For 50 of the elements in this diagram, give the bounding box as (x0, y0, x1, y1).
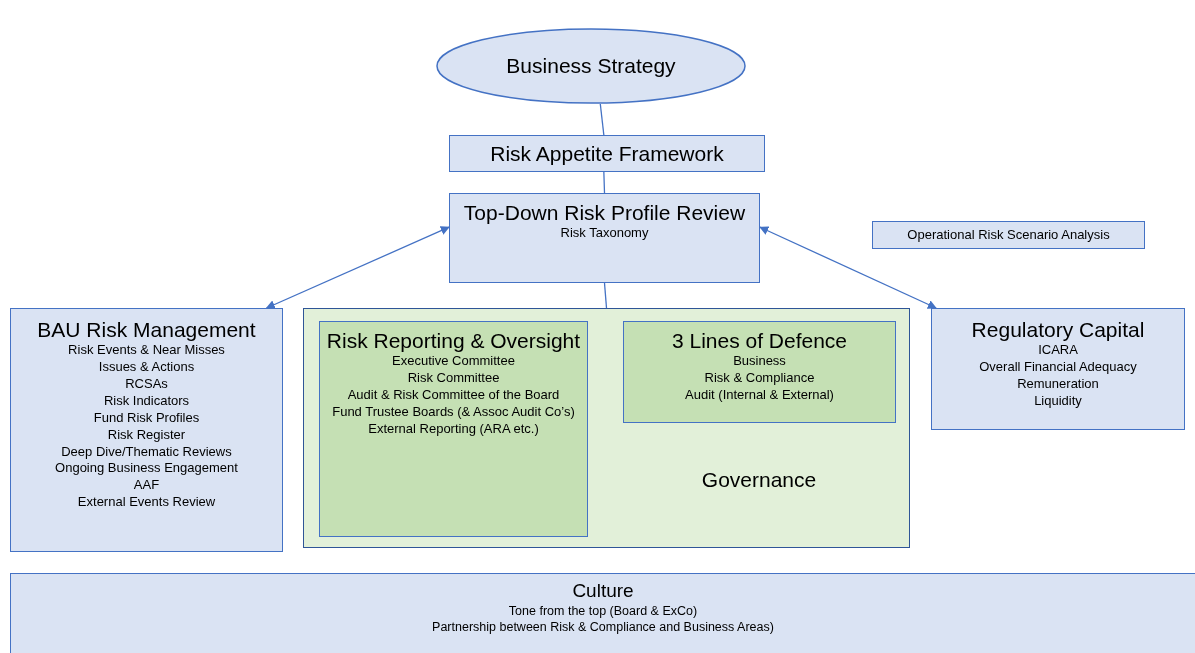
list-item: Risk Indicators (103, 392, 190, 410)
list-item: Partnership between Risk & Compliance and Business Areas) (432, 619, 774, 636)
ellipse-node (436, 28, 746, 104)
box-title: Culture (572, 580, 634, 603)
list-item: External Events Review (77, 494, 216, 512)
list-item: Remuneration (1017, 375, 1099, 393)
double-arrow (265, 226, 450, 309)
list-item: Liquidity (1034, 392, 1082, 410)
list-item: Tone from the top (Board & ExCo) (508, 602, 698, 620)
process-box (872, 221, 1145, 249)
list-item: Risk Taxonomy (560, 225, 649, 243)
list-item: Fund Trustee Boards (& Assoc Audit Co’s) (332, 403, 575, 421)
group-title: Governance (700, 467, 818, 493)
box-title: Risk Reporting & Oversight (326, 328, 581, 354)
list-item: Business (733, 353, 786, 371)
box-title: Operational Risk Scenario Analysis (907, 227, 1110, 243)
connector-line (603, 282, 608, 309)
governance-panel (303, 308, 910, 548)
list-item: Executive Committee (392, 353, 515, 371)
group-box (623, 321, 896, 423)
box-title: Top-Down Risk Profile Review (463, 200, 746, 226)
list-item: Deep Dive/Thematic Reviews (61, 443, 232, 461)
process-box (449, 193, 760, 283)
box-title: BAU Risk Management (37, 317, 256, 343)
list-item: RCSAs (125, 375, 168, 393)
list-item: Audit & Risk Committee of the Board (347, 386, 560, 404)
box-title: 3 Lines of Defence (671, 328, 848, 354)
list-item: ICARA (1038, 342, 1078, 360)
process-box (931, 308, 1185, 430)
list-item: Fund Risk Profiles (93, 409, 200, 427)
box-title: Risk Appetite Framework (490, 140, 724, 167)
box-title: Business Strategy (506, 53, 676, 79)
box-title: Regulatory Capital (971, 317, 1145, 343)
list-item: AAF (133, 477, 160, 495)
list-item: Risk Events & Near Misses (68, 342, 225, 360)
group-box (319, 321, 588, 537)
list-item: Risk Register (107, 426, 186, 444)
list-item: Ongoing Business Engagement (55, 460, 238, 478)
process-box (10, 308, 283, 552)
connector-line (599, 103, 605, 136)
process-box (10, 573, 1195, 653)
list-item: Audit (Internal & External) (685, 386, 834, 404)
double-arrow (759, 226, 937, 309)
list-item: Overall Financial Adequacy (979, 359, 1137, 376)
list-item: Issues & Actions (98, 359, 195, 376)
list-item: Risk & Compliance (704, 370, 815, 387)
connector-line (603, 171, 606, 194)
list-item: Risk Committee (407, 370, 500, 387)
list-item: External Reporting (ARA etc.) (368, 420, 539, 438)
process-box (449, 135, 765, 172)
